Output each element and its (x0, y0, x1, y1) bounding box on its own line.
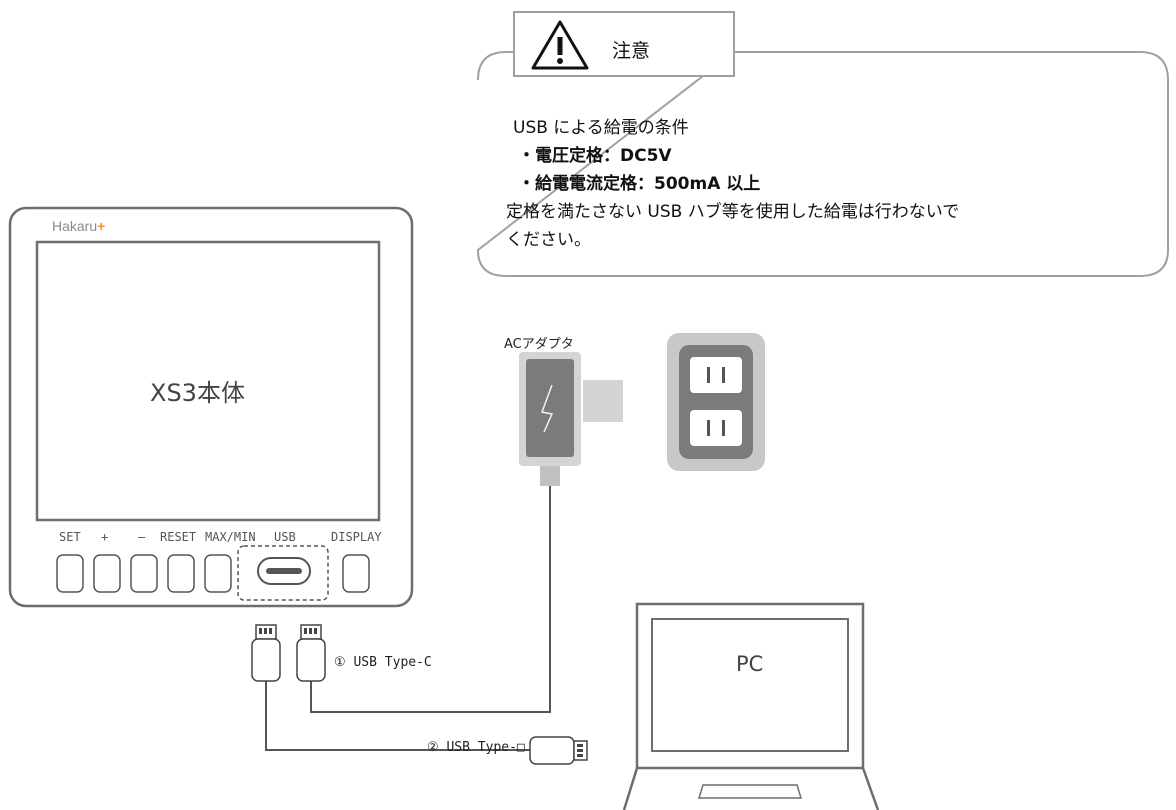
type-other-cable-label: ② USB Type-□ (427, 740, 525, 755)
warning-icon (531, 20, 589, 70)
type-c-cable-label: ① USB Type-C (334, 655, 432, 670)
lightning-icon (540, 384, 554, 433)
label-usb: USB (274, 530, 296, 544)
label-display: DISPLAY (331, 530, 382, 544)
display-button (342, 554, 370, 593)
caution-title: 注意 (612, 40, 651, 62)
socket-top (690, 357, 742, 393)
caution-line-4: 定格を満たさない USB ハブ等を使用した給電は行わないで (506, 202, 960, 222)
socket-bottom (690, 410, 742, 446)
device-buttons (56, 554, 370, 593)
ac-adapter (519, 352, 623, 486)
usb-port-highlight (237, 545, 329, 601)
label-minus: — (138, 530, 146, 544)
device-name: XS3本体 (150, 379, 245, 407)
caution-line-current: ・給電電流定格：500mA 以上 (518, 174, 761, 194)
usb-connector-1 (251, 624, 281, 682)
label-max-min: MAX/MIN (205, 530, 256, 544)
max-min-button (204, 554, 232, 593)
caution-line-5: ください。 (506, 230, 591, 250)
type-other-cable (265, 680, 530, 751)
label-reset: RESET (160, 530, 197, 544)
wall-outlet (667, 333, 765, 471)
usb-connector-pc (529, 736, 588, 765)
label-set: SET (59, 530, 81, 544)
set-button (56, 554, 84, 593)
type-c-cable (310, 486, 551, 713)
caution-line-voltage: ・電圧定格：DC5V (518, 146, 672, 166)
device-screen (35, 240, 381, 522)
adapter-plug-prong-top (600, 387, 622, 392)
pc-laptop (622, 602, 880, 810)
label-plus: + (101, 530, 109, 544)
pc-label: PC (736, 652, 764, 676)
adapter-label: ACアダプタ (504, 337, 574, 352)
plus-button (93, 554, 121, 593)
caution-line-1: USB による給電の条件 (513, 118, 689, 138)
brand-logo: Hakaru+ (52, 218, 106, 234)
caution-title-box (513, 11, 735, 77)
reset-button (167, 554, 195, 593)
minus-button (130, 554, 158, 593)
adapter-plug-prong-bottom (600, 408, 622, 413)
caution-box (476, 51, 1169, 277)
usb-connector-2 (296, 624, 326, 682)
caution-body: USB による給電の条件 ・電圧定格：DC5V ・給電電流定格：500mA 以上… (506, 114, 960, 254)
